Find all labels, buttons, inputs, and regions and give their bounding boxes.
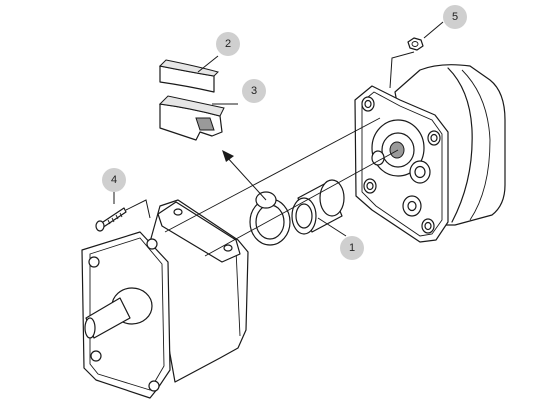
callout-3: 3 (242, 79, 266, 103)
callout-3-label: 3 (251, 85, 257, 97)
direction-arrow (222, 150, 267, 201)
left-motor-assembly (81, 192, 249, 399)
callout-5: 5 (443, 5, 467, 29)
coupling-sleeve-part (291, 179, 347, 237)
callout-1-label: 1 (349, 242, 355, 254)
callout-4: 4 (102, 168, 126, 192)
right-pump-assembly (354, 37, 506, 243)
callout-4-label: 4 (111, 174, 117, 186)
insert-element-part (158, 55, 238, 141)
axis-line (164, 117, 381, 233)
callout-2-label: 2 (225, 38, 231, 50)
nut-part (407, 37, 424, 51)
callout-5-label: 5 (452, 11, 458, 23)
callout-2: 2 (216, 32, 240, 56)
callout-1: 1 (340, 236, 364, 260)
seal-ring-part (249, 191, 291, 246)
